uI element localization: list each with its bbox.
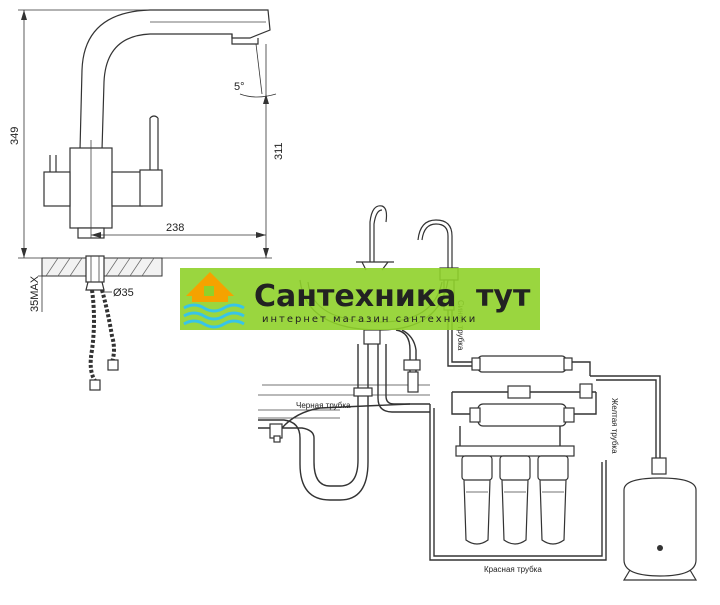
- flexible-hoses: [88, 289, 119, 391]
- yellow-tube-label: Желтая трубка: [610, 398, 619, 454]
- dimension-diameter-35-label: Ø35: [113, 287, 134, 299]
- dimension-35max: 35MAX: [29, 258, 46, 312]
- prefilter-bracket: [455, 445, 575, 457]
- watermark-title-part1: Сантехника: [254, 279, 456, 314]
- faucet-drawing: 349 311 5° 238 35MAX: [9, 9, 285, 391]
- watermark-subtitle: интернет магазин сантехники: [262, 314, 477, 325]
- dimension-238: 238: [91, 222, 266, 238]
- storage-tank: [622, 457, 698, 581]
- watermark-title-part2: тут: [476, 279, 531, 314]
- countertop-section: [41, 255, 163, 291]
- drain-siphon: [258, 344, 373, 501]
- dimension-diameter-35: Ø35: [104, 287, 134, 299]
- installation-schematic: Черная трубка Синяя трубка Желтая трубка…: [258, 205, 698, 581]
- prefilter-3: [537, 455, 569, 545]
- faucet-spout: [79, 9, 271, 151]
- angle-5-degrees: 5°: [234, 43, 277, 98]
- angle-5-label: 5°: [234, 81, 245, 93]
- faucet-body: [43, 115, 163, 239]
- membrane-housing: [469, 403, 575, 427]
- drain-saddle: [269, 403, 411, 443]
- watermark-banner: Сантехника тут интернет магазин сантехни…: [180, 268, 540, 330]
- post-filter-cartridge: [471, 355, 573, 373]
- cold-supply-pipe: [377, 329, 430, 413]
- black-tube-label: Черная трубка: [296, 401, 351, 410]
- dimension-35max-label: 35MAX: [29, 275, 41, 312]
- sink-main-faucet: [356, 205, 394, 271]
- counter-top-lines: [258, 384, 430, 419]
- tube-lines: [429, 310, 661, 561]
- dimension-238-label: 238: [166, 222, 184, 234]
- flow-valve: [507, 383, 593, 399]
- prefilter-1: [461, 455, 493, 545]
- dimension-349: 349: [9, 9, 150, 259]
- prefilter-2: [499, 455, 531, 545]
- dimension-349-label: 349: [9, 127, 21, 145]
- dimension-311: 311: [162, 44, 285, 259]
- watermark-logo: [183, 272, 245, 329]
- red-tube-label: Красная трубка: [484, 565, 542, 574]
- dimension-311-label: 311: [273, 142, 285, 160]
